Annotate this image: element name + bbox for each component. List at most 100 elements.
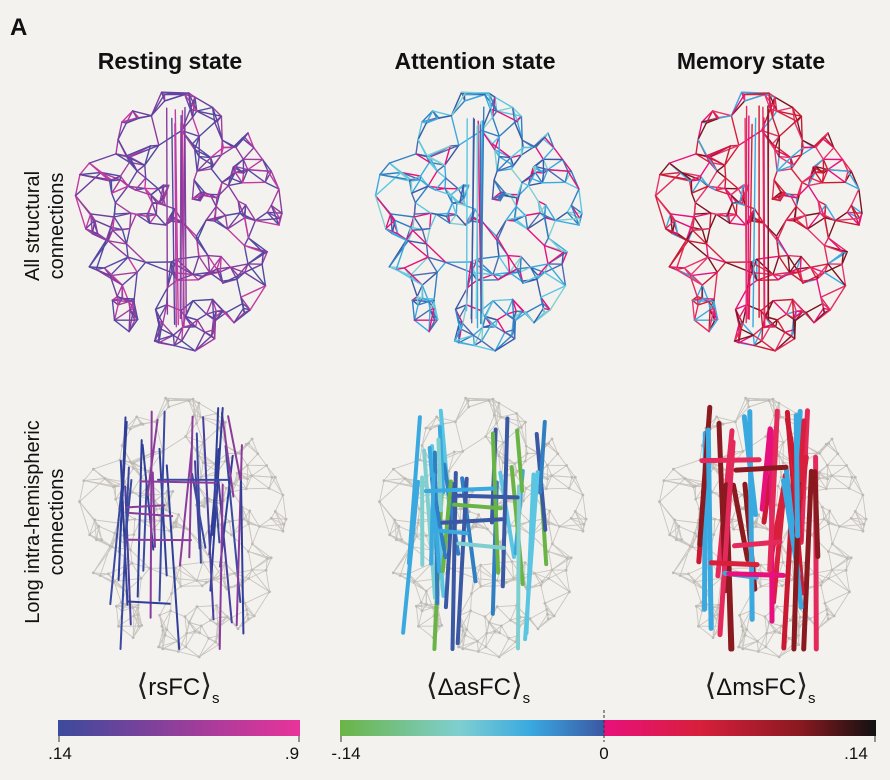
brain-node bbox=[545, 608, 549, 611]
structural-edge bbox=[791, 298, 795, 319]
structural-edge bbox=[501, 194, 518, 199]
structural-edge bbox=[185, 630, 196, 648]
structural-edge bbox=[846, 465, 853, 478]
structural-edge bbox=[693, 308, 711, 321]
brain-node bbox=[245, 608, 249, 611]
structural-edge bbox=[822, 147, 835, 161]
structural-edge bbox=[776, 156, 792, 172]
structural-edge bbox=[663, 468, 674, 482]
structural-edge bbox=[543, 244, 565, 254]
structural-edge bbox=[525, 302, 544, 314]
structural-edge bbox=[205, 205, 217, 221]
brain-node bbox=[193, 629, 197, 633]
structural-edge bbox=[695, 605, 699, 627]
structural-edge bbox=[192, 273, 199, 281]
structural-edge bbox=[518, 421, 526, 429]
structural-edge bbox=[464, 634, 478, 642]
brain-node bbox=[515, 412, 518, 415]
structural-edge bbox=[494, 326, 506, 334]
structural-edge bbox=[251, 557, 268, 571]
structural-edge bbox=[654, 194, 676, 222]
structural-edge bbox=[710, 212, 728, 218]
structural-edge bbox=[162, 304, 168, 325]
structural-edge bbox=[748, 216, 765, 224]
brain-node bbox=[501, 441, 505, 444]
structural-edge bbox=[524, 212, 541, 217]
structural-edge bbox=[115, 605, 119, 627]
structural-edge bbox=[166, 610, 172, 631]
brain-node bbox=[756, 650, 760, 653]
structural-edge bbox=[827, 132, 835, 149]
brain-node bbox=[781, 560, 785, 564]
structural-edge bbox=[454, 304, 468, 311]
brain-node bbox=[209, 618, 212, 622]
structural-edge bbox=[854, 510, 867, 520]
structural-edge bbox=[166, 261, 172, 289]
structural-edge bbox=[498, 402, 518, 414]
long-connection bbox=[429, 472, 436, 566]
structural-edge bbox=[92, 546, 113, 574]
brain-node bbox=[548, 509, 552, 513]
structural-edge bbox=[117, 121, 123, 141]
brain-node bbox=[713, 517, 717, 521]
brain-node bbox=[197, 401, 201, 405]
structural-edge bbox=[237, 263, 249, 277]
structural-edge bbox=[111, 299, 116, 321]
structural-edge bbox=[764, 299, 774, 318]
structural-edge bbox=[823, 244, 829, 265]
structural-edge bbox=[98, 525, 116, 534]
brain-node bbox=[397, 524, 401, 528]
brain-node bbox=[497, 401, 501, 405]
structural-edge bbox=[240, 296, 251, 311]
structural-edge bbox=[787, 254, 798, 270]
structural-edge bbox=[741, 610, 752, 627]
structural-edge bbox=[516, 268, 524, 284]
structural-edge bbox=[242, 307, 246, 314]
structural-edge bbox=[659, 480, 665, 503]
structural-edge bbox=[136, 164, 146, 172]
structural-edge bbox=[707, 256, 718, 274]
structural-edge bbox=[227, 184, 239, 202]
structural-edge bbox=[770, 319, 779, 326]
brain-node bbox=[845, 557, 849, 560]
structural-edge bbox=[196, 156, 212, 172]
brain-node bbox=[195, 579, 199, 582]
brain-node bbox=[250, 474, 254, 478]
structural-edge bbox=[543, 271, 567, 287]
structural-edge bbox=[683, 256, 709, 269]
structural-edge bbox=[789, 146, 804, 159]
structural-edge bbox=[444, 144, 460, 166]
brain-node bbox=[428, 427, 432, 431]
brain-node bbox=[388, 533, 392, 537]
brain-node bbox=[176, 650, 180, 653]
structural-edge bbox=[74, 173, 81, 197]
structural-edge bbox=[184, 315, 197, 328]
structural-edge bbox=[172, 334, 183, 342]
long-connection bbox=[235, 444, 243, 627]
structural-edge bbox=[208, 637, 220, 646]
brain-node bbox=[425, 534, 428, 538]
brain-node bbox=[225, 587, 229, 591]
structural-edge bbox=[265, 569, 270, 593]
structural-edge bbox=[394, 219, 399, 235]
structural-edge bbox=[450, 194, 460, 204]
structural-edge bbox=[219, 266, 232, 273]
brain-node bbox=[464, 396, 467, 400]
structural-edge bbox=[766, 622, 770, 634]
brain-node bbox=[546, 617, 550, 621]
structural-edge bbox=[831, 438, 839, 455]
structural-edge bbox=[792, 317, 796, 340]
structural-edge bbox=[448, 213, 458, 224]
structural-edge bbox=[545, 487, 570, 490]
structural-edge bbox=[128, 318, 139, 333]
structural-edge bbox=[480, 106, 485, 325]
structural-edge bbox=[798, 184, 810, 196]
structural-edge bbox=[669, 525, 680, 536]
structural-edge bbox=[413, 562, 433, 583]
structural-edge bbox=[383, 478, 406, 482]
structural-edge bbox=[817, 618, 829, 630]
structural-edge bbox=[713, 301, 719, 321]
brain-node bbox=[573, 475, 577, 479]
structural-edge bbox=[231, 488, 247, 493]
structural-edge bbox=[429, 301, 435, 311]
